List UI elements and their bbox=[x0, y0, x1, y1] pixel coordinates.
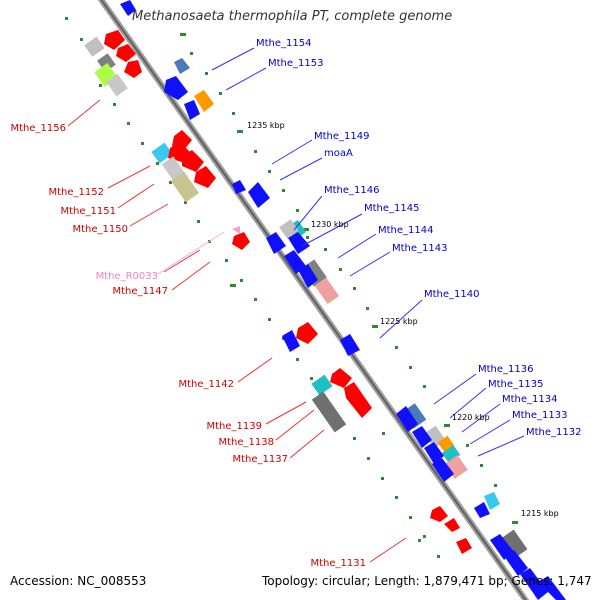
scale-label: 1225 kbp bbox=[380, 317, 418, 326]
gene-label[interactable]: Mthe_1149 bbox=[314, 131, 370, 142]
gene-arrow bbox=[104, 30, 125, 50]
gene-label[interactable]: Mthe_1143 bbox=[392, 243, 448, 254]
reverse-leader-lines bbox=[211, 47, 525, 457]
scale-label: 1230 kbp bbox=[311, 220, 349, 229]
gene-grey bbox=[84, 36, 105, 57]
gene-label[interactable]: Mthe_1153 bbox=[268, 58, 324, 69]
scale-label: 1215 kbp bbox=[521, 509, 559, 518]
gene-label[interactable]: Mthe_1133 bbox=[512, 410, 568, 421]
gene-label[interactable]: Mthe_1144 bbox=[378, 225, 434, 236]
gene-label[interactable]: Mthe_1154 bbox=[256, 38, 312, 49]
gene-label[interactable]: Mthe_1150 bbox=[73, 224, 129, 235]
gene-label[interactable]: Mthe_1140 bbox=[424, 289, 480, 300]
forward-genes bbox=[84, 30, 472, 554]
reverse-genes bbox=[120, 0, 566, 600]
reverse-labels: Mthe_1154 Mthe_1153 Mthe_1149 moaA Mthe_… bbox=[256, 38, 582, 438]
genome-title: Methanosaeta thermophila PT, complete ge… bbox=[132, 9, 453, 24]
gene-label[interactable]: Mthe_1137 bbox=[233, 454, 289, 465]
gene-label[interactable]: Mthe_1146 bbox=[324, 185, 380, 196]
rna-leader-line bbox=[157, 231, 225, 275]
forward-leader-lines bbox=[67, 99, 407, 563]
gene-label[interactable]: Mthe_1147 bbox=[113, 286, 169, 297]
gene-label[interactable]: Mthe_1138 bbox=[219, 437, 275, 448]
gene-label[interactable]: Mthe_1134 bbox=[502, 394, 558, 405]
gene-label[interactable]: Mthe_1156 bbox=[11, 123, 67, 134]
gene-label[interactable]: Mthe_1132 bbox=[526, 427, 582, 438]
gene-label[interactable]: Mthe_1135 bbox=[488, 379, 544, 390]
topology-text: Topology: circular; Length: 1,879,471 bp… bbox=[262, 574, 592, 588]
scale-ticks bbox=[230, 236, 421, 542]
rna-gene bbox=[232, 226, 240, 234]
gene-label[interactable]: Mthe_1151 bbox=[61, 206, 117, 217]
gene-label[interactable]: Mthe_1142 bbox=[179, 379, 235, 390]
gene-label[interactable]: Mthe_1139 bbox=[207, 421, 263, 432]
gene-label[interactable]: Mthe_1136 bbox=[478, 364, 534, 375]
scale-label: 1235 kbp bbox=[247, 121, 285, 130]
genome-backbone-core bbox=[100, 0, 527, 600]
gene-label[interactable]: Mthe_1145 bbox=[364, 203, 420, 214]
gene-block bbox=[97, 53, 116, 73]
accession-text: Accession: NC_008553 bbox=[10, 574, 147, 588]
forward-labels: Mthe_1156 Mthe_1152 Mthe_1151 Mthe_1150 … bbox=[11, 123, 367, 569]
scale-label: 1220 kbp bbox=[452, 413, 490, 422]
gene-label[interactable]: moaA bbox=[324, 148, 353, 159]
gene-label[interactable]: Mthe_1152 bbox=[49, 187, 105, 198]
gene-label[interactable]: Mthe_R0033 bbox=[96, 271, 158, 282]
inner-tick-marks bbox=[180, 33, 518, 524]
gene-label[interactable]: Mthe_1131 bbox=[311, 558, 367, 569]
scale-labels: 1235 kbp 1230 kbp 1225 kbp 1220 kbp 1215… bbox=[247, 121, 559, 518]
